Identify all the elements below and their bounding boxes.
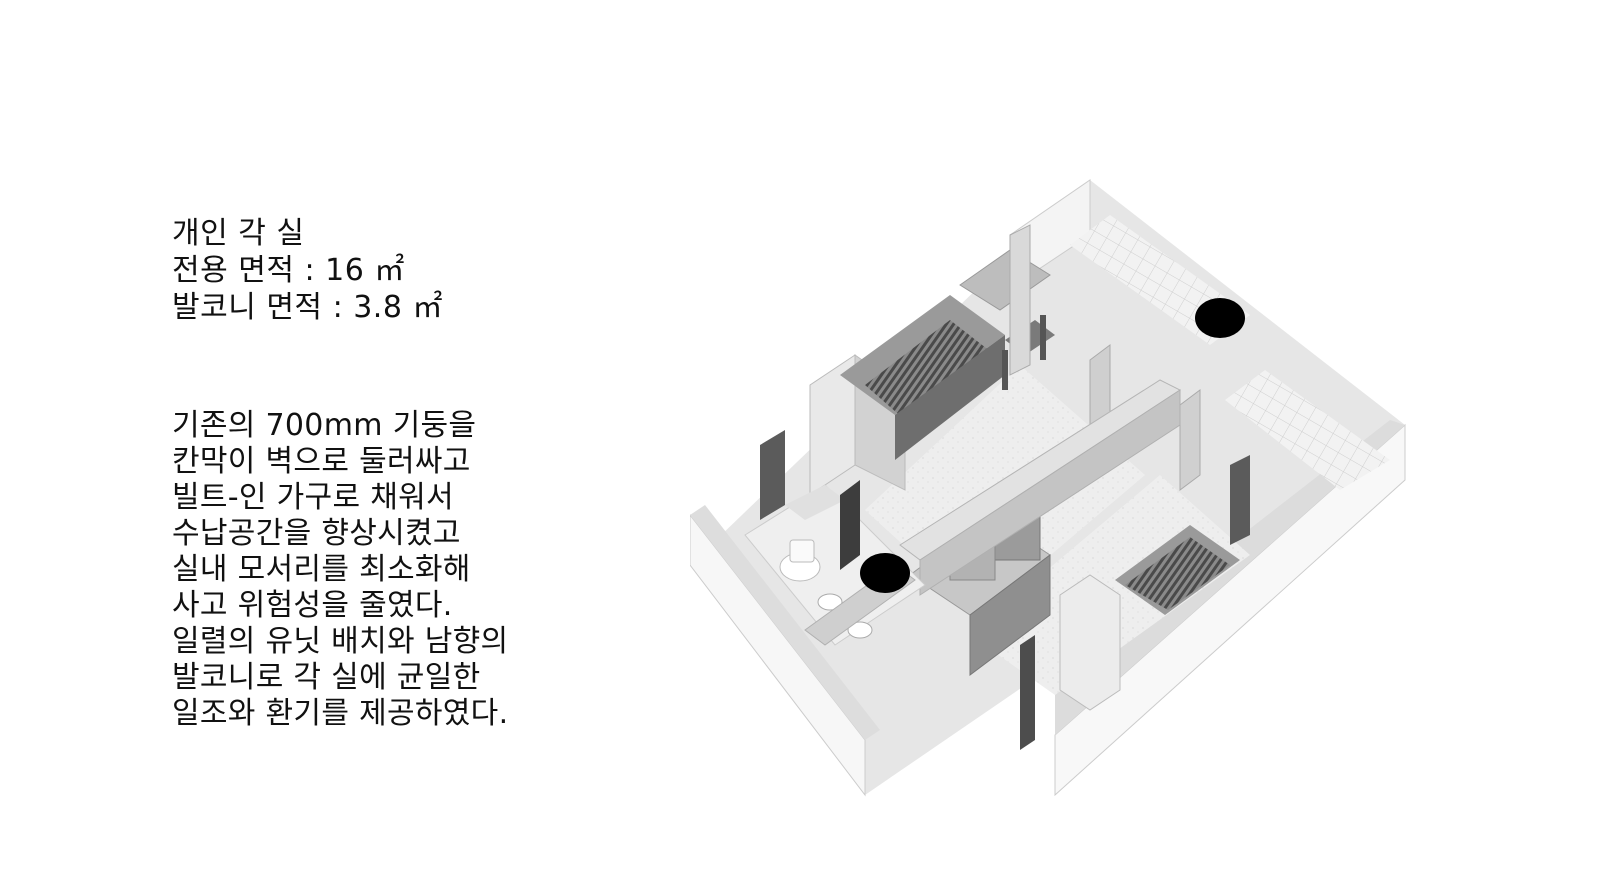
exclusive-area: 전용 면적 : 16 ㎡ xyxy=(172,253,405,288)
design-description: 기존의 700mm 기둥을 칸막이 벽으로 둘러싸고 빌트-인 가구로 채워서 … xyxy=(172,408,532,732)
description-line: 일조와 환기를 제공하였다. xyxy=(172,696,509,731)
balcony-area: 발코니 면적 : 3.8 ㎡ xyxy=(172,290,443,325)
column-markers xyxy=(860,298,1245,593)
description-line: 일렬의 유닛 배치와 남향의 xyxy=(172,624,509,659)
description-line: 발코니로 각 실에 균일한 xyxy=(172,660,481,695)
isometric-floor-plan xyxy=(690,175,1430,815)
unit-title: 개인 각 실 xyxy=(172,216,305,251)
description-line: 수납공간을 향상시켰고 xyxy=(172,516,461,551)
central-wall xyxy=(899,379,1182,596)
description-line: 기존의 700mm 기둥을 xyxy=(172,408,477,443)
description-line: 사고 위험성을 줄였다. xyxy=(172,588,453,623)
unit-specs: 개인 각 실 전용 면적 : 16 ㎡ 발코니 면적 : 3.8 ㎡ xyxy=(172,215,592,326)
description-line: 칸막이 벽으로 둘러싸고 xyxy=(172,444,471,479)
description-line: 실내 모서리를 최소화해 xyxy=(172,552,471,587)
description-line: 빌트-인 가구로 채워서 xyxy=(172,480,454,515)
